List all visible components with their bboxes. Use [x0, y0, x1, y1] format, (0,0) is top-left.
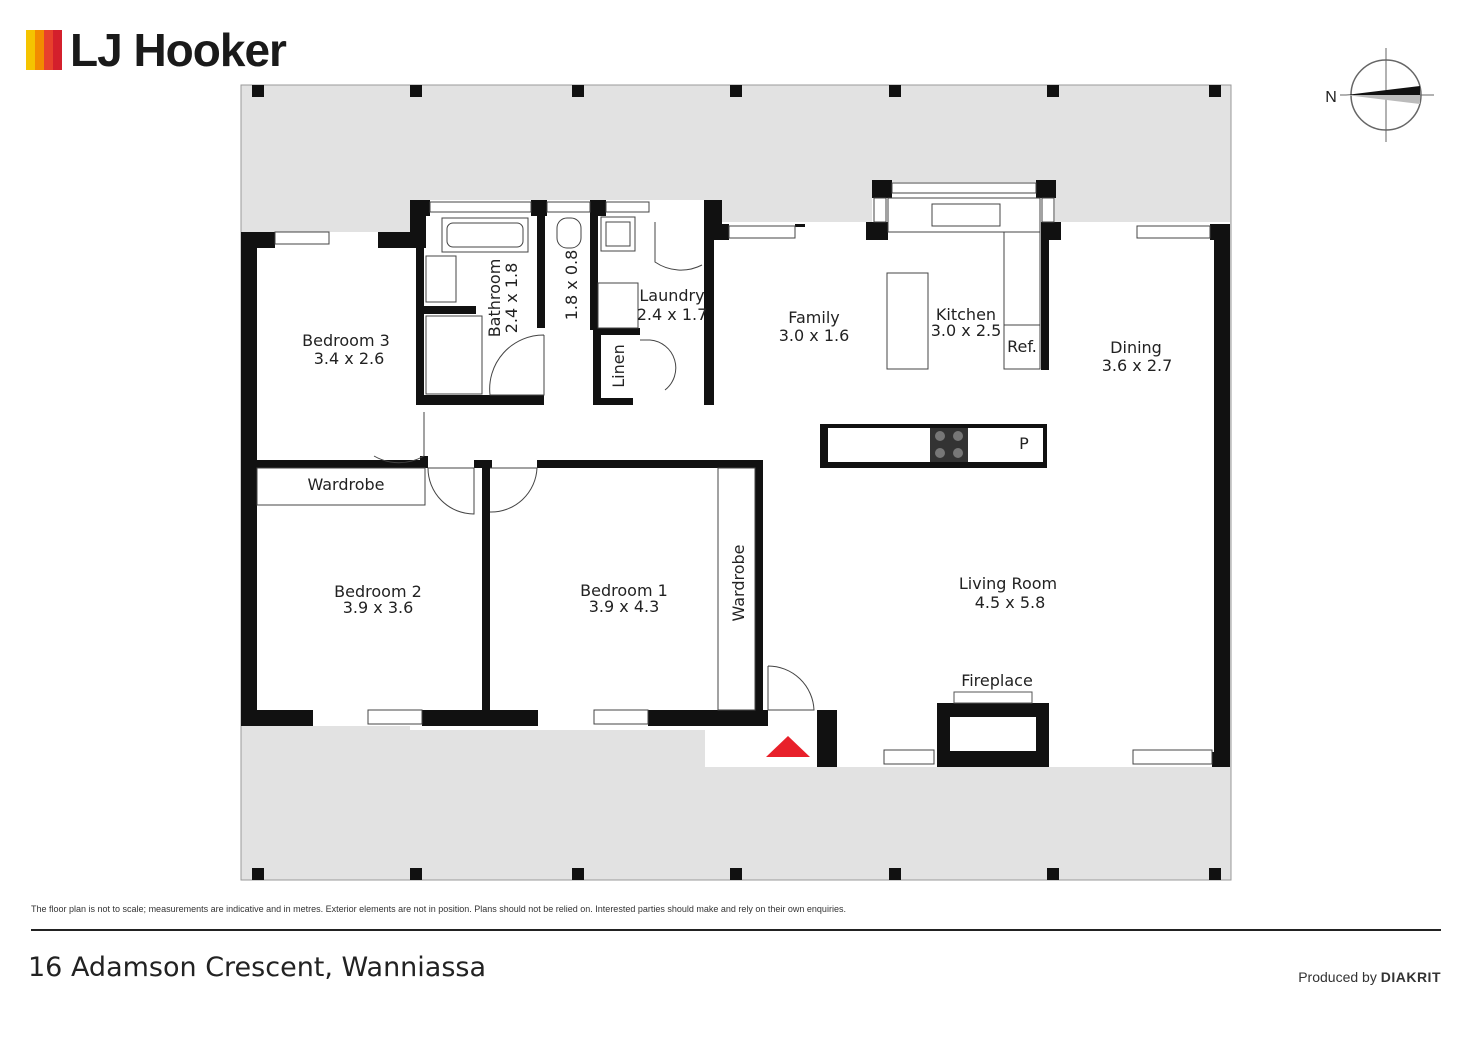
kitchen-sink: [931, 203, 1001, 227]
entry-marker: [766, 736, 810, 757]
room-labels: Bedroom 3 3.4 x 2.6 Bathroom 2.4 x 1.8 1…: [302, 250, 1172, 690]
living-name: Living Room: [959, 574, 1057, 593]
bedroom2-name: Bedroom 2: [334, 582, 422, 601]
bedroom2-size: 3.9 x 3.6: [343, 598, 414, 617]
logo-color-bars: [26, 30, 62, 70]
lj-hooker-logo: LJ Hooker: [26, 22, 287, 78]
fridge-bench: [1003, 231, 1041, 370]
shower: [425, 315, 483, 395]
ref-name: Ref.: [1007, 337, 1037, 356]
fixtures: [256, 197, 1041, 711]
living-size: 4.5 x 5.8: [975, 593, 1046, 612]
producer-brand: DIAKRIT: [1380, 969, 1441, 985]
laundry-size: 2.4 x 1.7: [637, 305, 708, 324]
footer-divider: [31, 929, 1441, 931]
kitchen-size: 3.0 x 2.5: [931, 321, 1002, 340]
dining-size: 3.6 x 2.7: [1102, 356, 1173, 375]
kitchen-island: [886, 272, 929, 370]
bedroom3-name: Bedroom 3: [302, 331, 390, 350]
dining-name: Dining: [1110, 338, 1162, 357]
fireplace-mantle: [953, 691, 1033, 704]
logo-bar-red: [44, 30, 53, 70]
kitchen-name: Kitchen: [936, 305, 996, 324]
family-size: 3.0 x 1.6: [779, 326, 850, 345]
laundry-name: Laundry: [639, 286, 704, 305]
bedroom3-size: 3.4 x 2.6: [314, 349, 385, 368]
disclaimer: The floor plan is not to scale; measurem…: [31, 904, 846, 914]
fireplace-hearth: [950, 717, 1036, 751]
door-swings: [373, 222, 815, 711]
logo-wordmark: LJ Hooker: [70, 24, 287, 76]
wardrobe-b2-shape: [256, 467, 426, 506]
cooktop-bench: [820, 424, 1047, 468]
bathroom-name: Bathroom: [485, 259, 504, 338]
logo-bar-crimson: [53, 30, 62, 70]
bathroom-size: 2.4 x 1.8: [502, 263, 521, 334]
deck-posts: [252, 85, 1221, 880]
bedroom1-size: 3.9 x 4.3: [589, 597, 660, 616]
logo-bar-orange: [35, 30, 44, 70]
wardrobe-b1-name: Wardrobe: [729, 544, 748, 621]
property-address: 16 Adamson Crescent, Wanniassa: [28, 952, 487, 983]
linen-name: Linen: [609, 344, 628, 387]
fireplace-name: Fireplace: [961, 671, 1033, 690]
logo-bar-yellow: [26, 30, 35, 70]
producer-prefix: Produced by: [1298, 969, 1377, 985]
producer-credit: Produced by DIAKRIT: [1298, 969, 1441, 985]
compass-north-label: N: [1325, 89, 1337, 106]
windows: [274, 182, 1213, 765]
toilet: [556, 217, 582, 249]
wardrobe-b2-name: Wardrobe: [307, 475, 384, 494]
wardrobe-b1-shape: [717, 467, 756, 711]
vanity: [425, 255, 457, 303]
bedroom1-name: Bedroom 1: [580, 581, 668, 600]
laundry-bench: [597, 282, 639, 329]
family-name: Family: [788, 308, 839, 327]
pantry-name: P: [1019, 434, 1029, 453]
compass-icon: N: [1325, 48, 1434, 142]
wc-size: 1.8 x 0.8: [562, 250, 581, 321]
